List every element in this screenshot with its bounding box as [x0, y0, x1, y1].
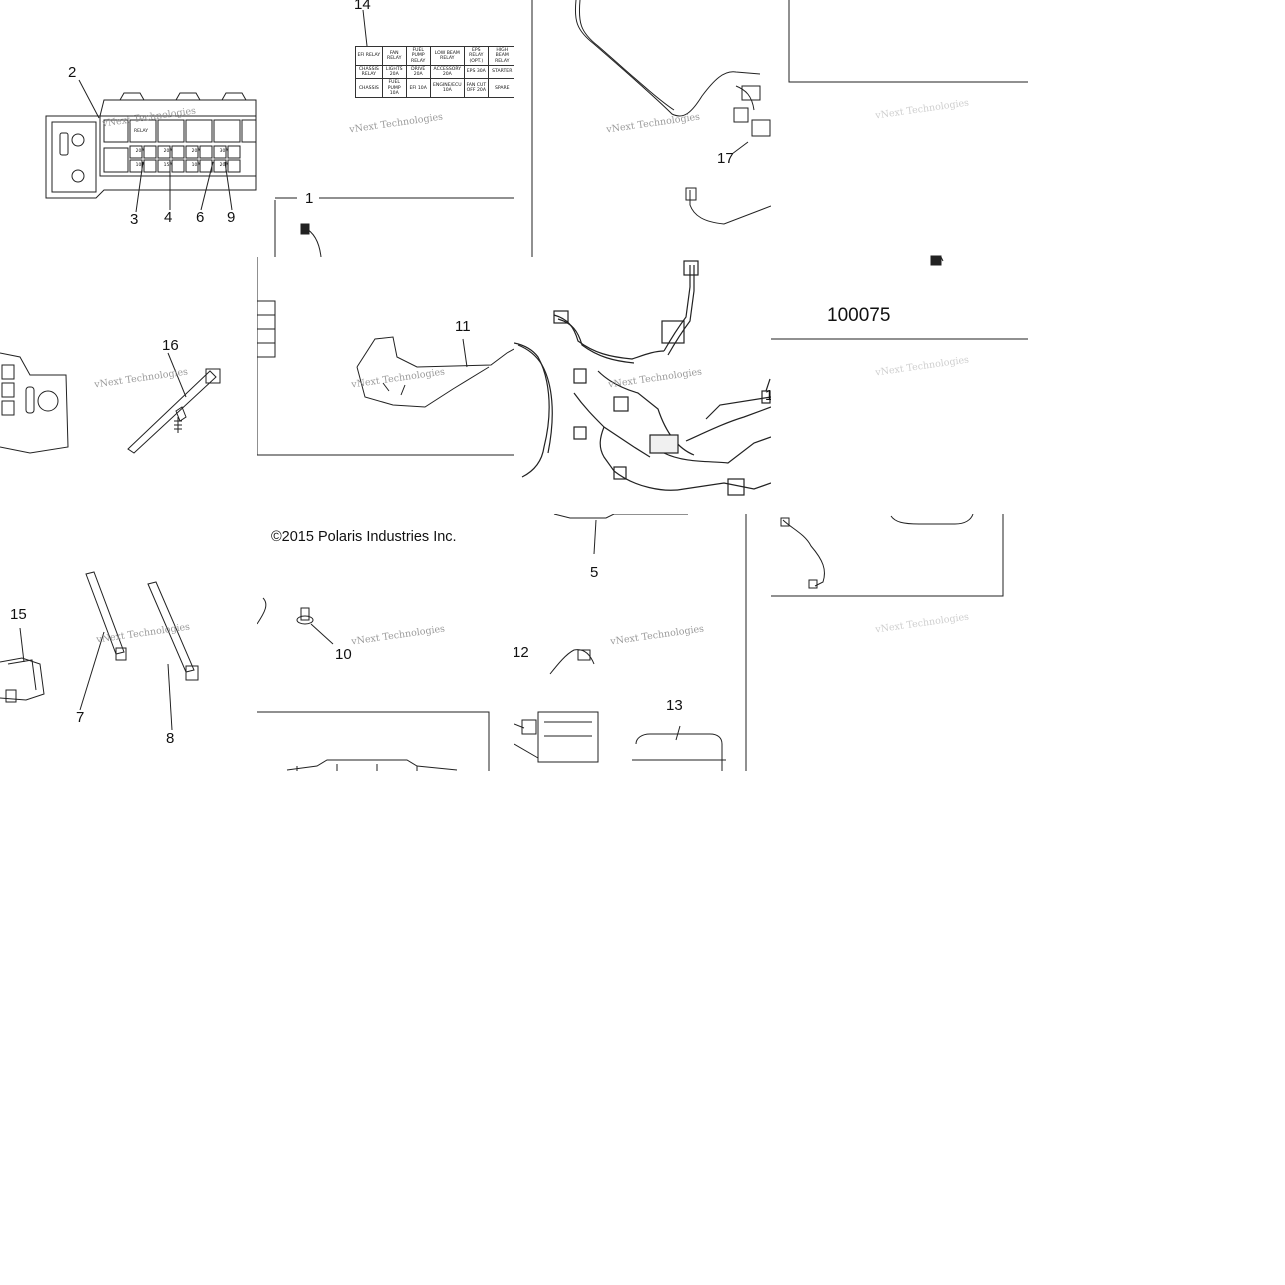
- fuse-value-6: 15A: [163, 163, 173, 168]
- tile-fuse-label: 14 1 EFI RELAY FAN RELAY FUEL PUMP RELAY…: [257, 0, 514, 257]
- fuse-table-cell: LIGHTS 20A: [381, 64, 407, 80]
- tile-main-harness: 1 vNext Technologies: [514, 257, 771, 514]
- callout-16: 16: [162, 337, 179, 354]
- connector-clip-drawing: [0, 352, 221, 454]
- fuse-table-cell: FUEL PUMP RELAY: [405, 46, 431, 66]
- tile-drawing-number: 100075 vNext Technologies: [771, 257, 1028, 514]
- fuse-table-cell: EFI RELAY: [355, 46, 383, 66]
- inset-lower-right-drawing: [771, 514, 1004, 597]
- drawing-number: 100075: [827, 305, 891, 326]
- callout-1-top: 1: [305, 190, 314, 207]
- fuse-table-cell: FUEL PUMP 10A: [381, 78, 407, 99]
- fuse-value-3: 20A: [191, 149, 201, 154]
- fastener-drawing: [257, 597, 490, 771]
- fuse-table-cell: CHASSIS RELAY: [355, 64, 383, 80]
- callout-5: 5: [590, 564, 599, 581]
- fuse-box-drawing: [45, 79, 257, 213]
- fuse-label-drawing: [274, 9, 514, 257]
- fuse-table-cell: EPS 30A: [464, 64, 489, 80]
- fuse-value-8: 20A: [219, 163, 229, 168]
- callout-3: 3: [130, 211, 139, 228]
- relay-label: RELAY: [133, 129, 149, 134]
- tile-connector-clip: 16 vNext Technologies: [0, 257, 257, 514]
- tile-inset-lower-right: vNext Technologies: [771, 514, 1028, 771]
- fuse-table-cell: ACCESSORY 20A: [429, 64, 466, 80]
- fuse-table-cell: STARTER: [487, 64, 514, 80]
- tile-fuse-box: 2 3 4 6 9 RELAY 20A 20A 20A 30A 10A 15A …: [0, 0, 257, 257]
- drawing-number-frame: [771, 257, 1028, 340]
- callout-7: 7: [76, 709, 85, 726]
- callout-12: 12: [514, 644, 529, 661]
- main-harness-drawing: [514, 260, 771, 496]
- ties-drawing: [0, 571, 199, 731]
- fuse-table-cell: SPARE: [487, 78, 514, 99]
- fuse-table-cell: HIGH BEAM RELAY: [487, 46, 514, 66]
- copyright-text: ©2015 Polaris Industries Inc.: [271, 529, 457, 545]
- fuse-value-1: 20A: [135, 149, 145, 154]
- fuse-table-cell: FAN RELAY: [381, 46, 407, 66]
- callout-6: 6: [196, 209, 205, 226]
- callout-17: 17: [717, 150, 734, 167]
- fuse-table-cell: LOW BEAM RELAY: [429, 46, 466, 66]
- callout-14: 14: [354, 0, 371, 13]
- callout-4: 4: [164, 209, 173, 226]
- callout-13: 13: [666, 697, 683, 714]
- callout-15: 15: [10, 606, 27, 623]
- harness-upper-drawing: [531, 0, 771, 257]
- fuse-table-cell: EPS RELAY (OPT.): [464, 46, 489, 66]
- fuse-table-cell: EFI 10A: [405, 78, 431, 99]
- callout-11: 11: [455, 318, 471, 335]
- inset-top-right-drawing: [788, 0, 1028, 257]
- fuse-table-cell: ENGINE/ECU 10A: [429, 78, 466, 99]
- fuse-value-4: 30A: [219, 149, 229, 154]
- callout-2: 2: [68, 64, 77, 81]
- callout-8: 8: [166, 730, 175, 747]
- tile-inset-top-right: vNext Technologies: [771, 0, 1028, 257]
- fuse-value-7: 10A: [191, 163, 201, 168]
- tile-bracket: 11 vNext Technologies: [257, 257, 514, 514]
- fuse-table-cell: CHASSIS: [355, 78, 383, 99]
- bracket-drawing: [257, 257, 514, 456]
- callout-10: 10: [335, 646, 352, 663]
- tile-ties: 15 7 8 vNext Technologies: [0, 514, 257, 771]
- tile-modules: 5 12 13 vNext Technologies: [514, 514, 771, 771]
- modules-drawing: [514, 514, 747, 771]
- fuse-value-2: 20A: [163, 149, 173, 154]
- fuse-value-5: 10A: [135, 163, 145, 168]
- callout-1-main: 1: [765, 387, 771, 404]
- tile-harness-upper: 17 vNext Technologies: [514, 0, 771, 257]
- callout-9: 9: [227, 209, 236, 226]
- tile-copyright: ©2015 Polaris Industries Inc. 10 vNext T…: [257, 514, 514, 771]
- fuse-table-cell: FAN CUT OFF 20A: [464, 78, 489, 99]
- fuse-table-cell: DRIVE 20A: [405, 64, 431, 80]
- fuse-table: EFI RELAY FAN RELAY FUEL PUMP RELAY LOW …: [355, 46, 514, 99]
